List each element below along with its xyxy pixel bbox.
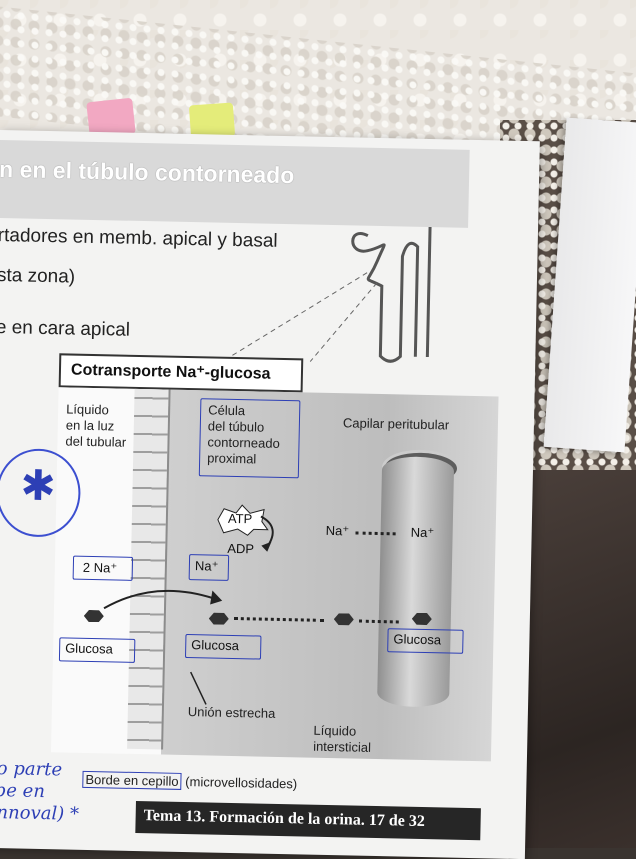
figure-title-box: Cotransporte Na⁺-glucosa [59,353,304,392]
brush-border-caption: Borde en cepillo [82,771,182,790]
handwritten-margin-note: yo parte rbe en onnoval) * [0,758,80,826]
cell-label: Célula del túbulo contorneado proximal [207,402,281,467]
na-entry-arrow [94,578,225,621]
adp-label: ADP [227,541,254,557]
glucose-molecule-interstitium [334,613,354,625]
tight-junction-label: Unión estrecha [188,704,276,722]
capillary-label: Capilar peritubular [343,415,450,433]
wood-table [520,470,636,848]
glucose-dotted-arrow-2 [359,620,399,624]
atp-label: ATP [228,511,253,527]
microvilli-caption: (microvellosidades) [185,774,297,791]
cotransport-diagram: Líquido en la luz del tubular Célula del… [51,387,499,761]
glucose-dotted-arrow [234,617,324,622]
na-right-label: Na⁺ [410,525,434,541]
page-footer: Tema 13. Formación de la orina. 17 de 32 [135,801,481,840]
page-heading: n en el túbulo contorneado [0,156,295,189]
glucose-cell-label: Glucosa [191,637,239,653]
zoom-dashed-lines [215,265,397,369]
glucose-capillary-label: Glucosa [393,631,441,647]
lumen-label: Líquido en la luz del tubular [65,401,127,450]
na-dotted-arrow [356,532,396,536]
body-line-2: sta zona) [0,265,75,289]
na-left-label: Na⁺ [326,523,350,539]
figure-title: Cotransporte Na⁺-glucosa [71,360,271,384]
brush-border-microvilli [127,389,171,750]
peritubular-capillary [377,456,454,707]
body-line-3: e en cara apical [0,317,130,342]
na-cell-label: Na⁺ [195,558,219,574]
interstitial-label: Líquido intersticial [313,723,371,756]
textbook-page: n en el túbulo contorneado rtadores en m… [0,130,540,859]
body-line-1: rtadores en memb. apical y basal [0,225,278,253]
figure-caption: Borde en cepillo (microvellosidades) [82,772,297,791]
glucose-lumen-label: Glucosa [65,640,113,656]
na-in-label: 2 Na⁺ [83,560,118,577]
atp-arrow [255,511,286,552]
handwritten-asterisk: ✱ [20,461,56,511]
footer-text: Tema 13. Formación de la orina. 17 de 32 [143,807,424,831]
page-header-band: n en el túbulo contorneado [0,140,470,228]
